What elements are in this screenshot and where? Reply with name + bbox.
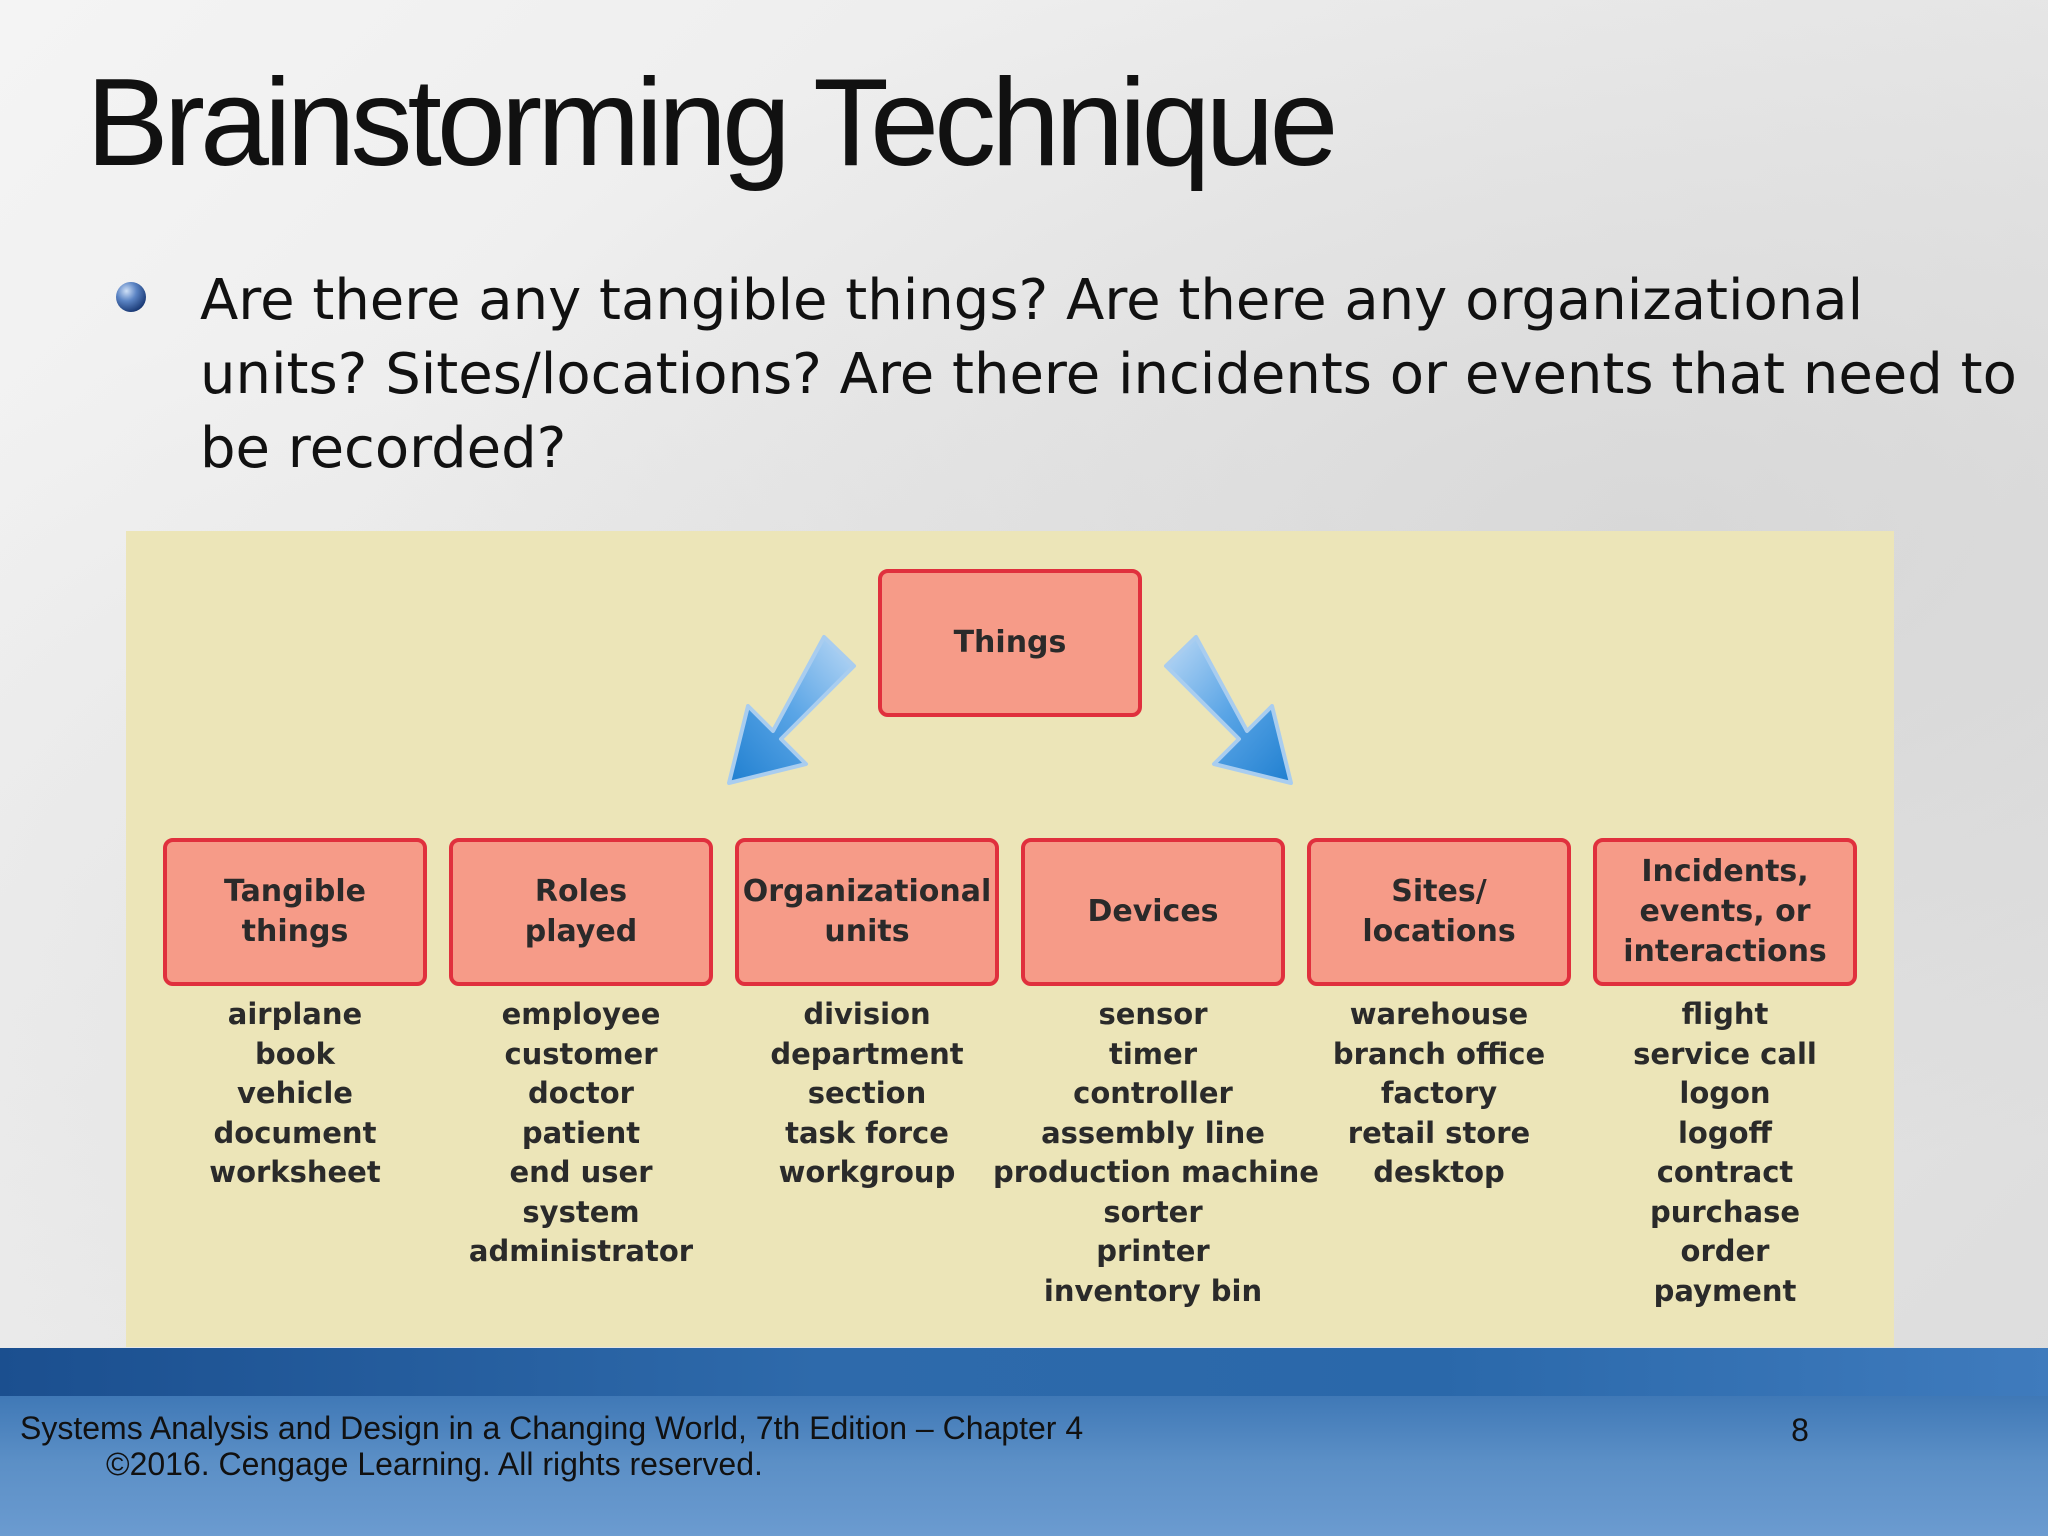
list-item: sensor [1098,997,1208,1031]
slide-title: Brainstorming Technique [86,54,1338,192]
list-item: inventory bin [1043,1273,1263,1308]
footer-line-1: Systems Analysis and Design in a Changin… [20,1410,1084,1446]
list-item: printer [1096,1234,1210,1268]
item-list-roles-played: employee customer doctor patient end use… [431,995,731,1272]
list-item: patient [521,1115,641,1150]
list-item: logoff [1677,1115,1773,1150]
list-item: assembly line [1041,1115,1265,1150]
list-item: customer [504,1036,658,1071]
list-item: task force [785,1115,949,1150]
list-item: doctor [528,1076,634,1110]
footer-band [0,1348,2048,1396]
footer-line-2: ©2016. Cengage Learning. All rights rese… [106,1446,763,1482]
list-item: factory [1380,1076,1498,1110]
list-item: warehouse [1349,997,1529,1031]
category-box-roles-played: Roles played [449,838,713,986]
list-item: section [807,1076,927,1110]
list-item: logon [1679,1076,1771,1110]
root-box-things: Things [878,569,1142,717]
list-item: worksheet [209,1155,381,1189]
list-item: system [522,1194,640,1229]
category-box-tangible-things: Tangible things [163,838,427,986]
list-item: production machine [993,1155,1319,1189]
list-item: service call [1633,1036,1817,1071]
list-item: airplane [227,997,363,1031]
list-item: contract [1656,1155,1794,1189]
category-box-organizational-units: Organizational units [735,838,999,986]
item-list-incidents-events: flight service call logon logoff contrac… [1575,995,1875,1311]
list-item: sorter [1103,1194,1203,1229]
list-item: retail store [1347,1115,1531,1150]
bullet-text: Are there any tangible things? Are there… [200,268,2017,481]
footer-citation: Systems Analysis and Design in a Changin… [20,1410,1200,1482]
category-box-sites-locations: Sites/ locations [1307,838,1571,986]
list-item: timer [1109,1036,1197,1071]
item-list-devices: sensor timer controller assembly line pr… [993,995,1319,1311]
list-item: book [255,1036,335,1071]
item-list-sites-locations: warehouse branch office factory retail s… [1289,995,1589,1193]
footer-bar [0,1348,2048,1536]
list-item: purchase [1649,1194,1801,1229]
list-item: department [770,1036,964,1071]
list-item: end user [509,1155,653,1189]
list-item: controller [1073,1076,1233,1110]
list-item: division [803,997,931,1031]
arrow-down-left-icon [727,635,856,785]
list-item: document [213,1115,377,1150]
list-item: payment [1653,1273,1797,1308]
page-number: 8 [1791,1412,1809,1448]
category-box-incidents-events: Incidents, events, or interactions [1593,838,1857,986]
category-box-devices: Devices [1021,838,1285,986]
list-item: desktop [1373,1155,1505,1189]
item-list-tangible-things: airplane book vehicle document worksheet [145,995,445,1193]
bullet-icon [116,282,146,312]
things-diagram: Things Tangible things Roles played Orga… [126,531,1894,1347]
list-item: order [1680,1234,1770,1268]
list-item: workgroup [778,1155,956,1189]
list-item: administrator [468,1234,694,1268]
list-item: employee [501,997,661,1031]
list-item: vehicle [237,1076,353,1110]
list-item: flight [1681,997,1769,1031]
item-list-organizational-units: division department section task force w… [717,995,1017,1193]
list-item: branch office [1332,1036,1546,1071]
arrow-down-right-icon [1164,635,1293,785]
